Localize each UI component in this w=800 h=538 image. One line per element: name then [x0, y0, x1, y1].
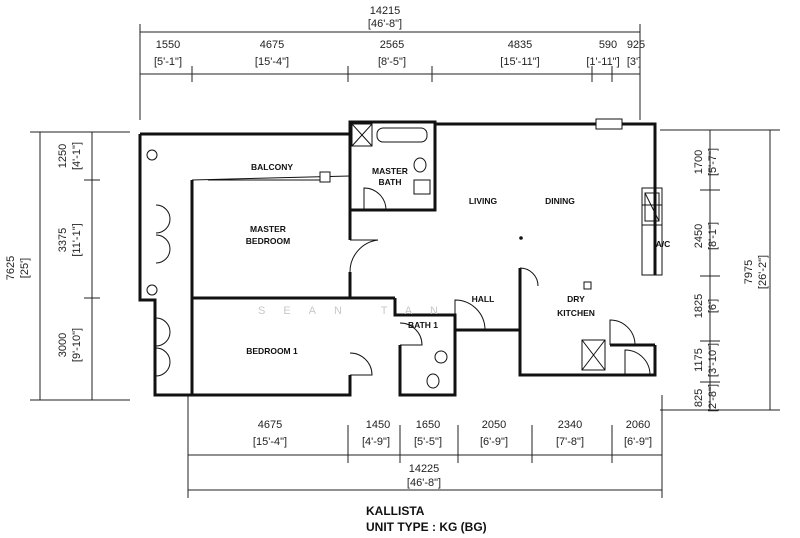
doors	[155, 187, 651, 377]
watermark-text: SEAN TAN	[258, 305, 456, 317]
room-label-hall: HALL	[472, 294, 495, 304]
right-overall-ft: [26'-2"]	[757, 255, 769, 289]
top-seg-4-ft: [15'-11"]	[500, 56, 539, 68]
right-seg-2-mm: 2450	[693, 224, 705, 248]
bottom-seg-3-mm: 1650	[416, 419, 440, 431]
top-seg-1-ft: [5'-1"]	[154, 56, 182, 68]
top-seg-4-mm: 4835	[508, 39, 532, 51]
bottom-dimension-chain: 4675 [15'-4"] 1450 [4'-9"] 1650 [5'-5"] …	[187, 395, 663, 498]
right-seg-4-mm: 1175	[693, 348, 705, 372]
room-label-dry-kitchen-line2: KITCHEN	[557, 308, 595, 318]
left-seg-2-mm: 3375	[57, 228, 69, 252]
room-label-bath-1: BATH 1	[408, 320, 438, 330]
walls	[138, 118, 663, 397]
bottom-overall-ft: [46'-8"]	[407, 477, 441, 489]
right-dimension-chain: 1700 [5'-7"] 2450 [8'-1"] 1825 [6'] 1175…	[660, 129, 780, 412]
room-label-dry-kitchen-line1: DRY	[567, 294, 585, 304]
room-label-bedroom-1: BEDROOM 1	[246, 346, 298, 356]
left-seg-1-ft: [4'-1"]	[71, 142, 83, 170]
bottom-seg-6-ft: [6'-9"]	[624, 436, 652, 448]
bottom-seg-6-mm: 2060	[626, 419, 650, 431]
left-seg-2-ft: [11'-1"]	[71, 223, 83, 256]
room-label-living: LIVING	[469, 196, 498, 206]
right-seg-3-ft: [6']	[707, 299, 719, 313]
left-dimension-chain: 7625 [25'] 1250 [4'-1"] 3375 [11'-1"] 30…	[5, 131, 130, 401]
top-overall-mm: 14215	[370, 5, 401, 17]
room-label-ac: A/C	[656, 239, 671, 249]
room-label-master-bath-line1: MASTER	[372, 166, 408, 176]
bottom-seg-1-mm: 4675	[258, 419, 282, 431]
room-label-master-bedroom-line1: MASTER	[250, 224, 286, 234]
left-seg-1-mm: 1250	[57, 144, 69, 168]
right-seg-1-mm: 1700	[693, 150, 705, 174]
left-overall-ft: [25']	[19, 258, 31, 278]
top-seg-5-mm: 590	[599, 39, 617, 51]
bottom-seg-5-mm: 2340	[558, 419, 582, 431]
room-labels: BALCONY MASTER BATH LIVING DINING MASTER…	[246, 162, 671, 356]
bottom-seg-2-ft: [4'-9"]	[362, 436, 390, 448]
bottom-overall-mm: 14225	[409, 463, 440, 475]
room-label-dining: DINING	[545, 196, 575, 206]
right-seg-1-ft: [5'-7"]	[707, 148, 719, 176]
bottom-seg-4-ft: [6'-9"]	[480, 436, 508, 448]
top-seg-2-mm: 4675	[260, 39, 284, 51]
top-seg-2-ft: [15'-4"]	[255, 56, 289, 68]
top-seg-6-ft: [3']	[627, 56, 641, 68]
left-seg-3-mm: 3000	[57, 333, 69, 357]
room-label-balcony: BALCONY	[251, 162, 293, 172]
top-seg-5-ft: [1'-11"]	[586, 56, 619, 68]
left-seg-3-ft: [9'-10"]	[71, 328, 83, 362]
bottom-seg-2-mm: 1450	[366, 419, 390, 431]
right-overall-mm: 7975	[743, 260, 755, 284]
right-seg-3-mm: 1825	[693, 294, 705, 318]
right-seg-2-ft: [8'-1"]	[707, 222, 719, 250]
unit-type: UNIT TYPE : KG (BG)	[366, 520, 487, 534]
left-overall-mm: 7625	[5, 256, 17, 280]
top-overall-ft: [46'-8"]	[368, 18, 402, 30]
top-seg-3-mm: 2565	[380, 39, 404, 51]
top-seg-6-mm: 925	[627, 39, 645, 51]
room-label-master-bedroom-line2: BEDROOM	[246, 236, 290, 246]
top-seg-3-ft: [8'-5"]	[378, 56, 406, 68]
top-dimension-chain: 14215 [46'-8"] 1550 [5'-1"] 4675 [15'-4"…	[139, 5, 645, 120]
bottom-seg-3-ft: [5'-5"]	[414, 436, 442, 448]
right-seg-5-ft: [2'-8"]	[707, 384, 719, 412]
bottom-seg-4-mm: 2050	[482, 419, 506, 431]
bottom-seg-5-ft: [7'-8"]	[556, 436, 584, 448]
right-seg-4-ft: [3'-10"]	[707, 343, 719, 377]
project-name: KALLISTA	[366, 504, 425, 518]
bottom-seg-1-ft: [15'-4"]	[253, 436, 287, 448]
top-seg-1-mm: 1550	[156, 39, 180, 51]
right-seg-5-mm: 825	[693, 389, 705, 407]
room-label-master-bath-line2: BATH	[379, 177, 402, 187]
